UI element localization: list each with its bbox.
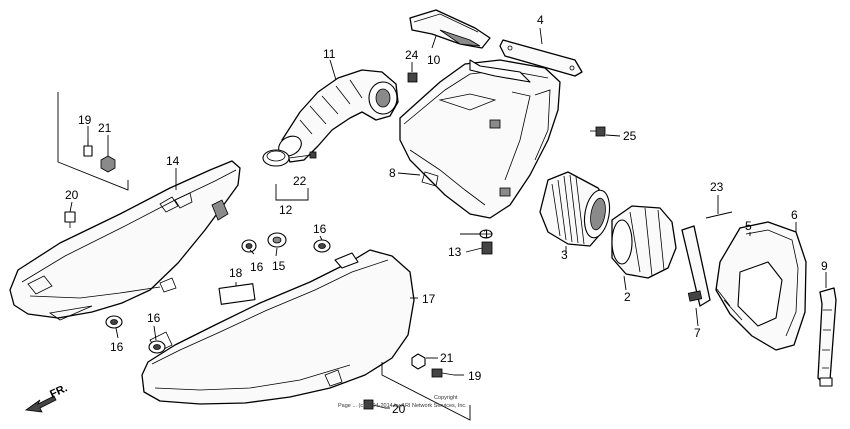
part-label-17: 17 — [422, 292, 436, 306]
copyright-line-2: Page ... (c) 2004-2014 by ARI Network Se… — [338, 403, 467, 409]
grommet[interactable] — [313, 239, 331, 253]
caution-label[interactable] — [218, 283, 256, 305]
part-label-16c: 16 — [110, 340, 124, 354]
bolt[interactable] — [590, 126, 606, 137]
part-label-4: 4 — [537, 13, 544, 27]
drain-plug[interactable] — [479, 229, 493, 239]
part-label-19b: 19 — [468, 369, 482, 383]
grommet[interactable] — [267, 232, 287, 248]
part-label-24: 24 — [405, 48, 419, 62]
air-cleaner-housing[interactable] — [399, 59, 561, 219]
part-label-19a: 19 — [78, 113, 92, 127]
part-label-23: 23 — [710, 180, 724, 194]
clip-wire[interactable] — [705, 211, 733, 219]
grommet[interactable] — [241, 239, 257, 253]
part-label-14: 14 — [166, 154, 180, 168]
bolt[interactable] — [431, 368, 455, 378]
part-label-21a: 21 — [98, 121, 112, 135]
element-band[interactable] — [681, 225, 711, 307]
right-side-cover[interactable] — [141, 249, 415, 405]
part-label-21b: 21 — [440, 351, 454, 365]
part-label-10: 10 — [427, 53, 441, 67]
part-label-22: 22 — [293, 174, 307, 188]
part-label-16b: 16 — [313, 222, 327, 236]
front-direction-arrow: FR. — [24, 382, 69, 413]
front-direction-label: FR. — [48, 382, 69, 400]
part-label-18: 18 — [229, 266, 243, 280]
drain-tube[interactable] — [481, 241, 493, 255]
part-label-7: 7 — [694, 326, 701, 340]
part-label-16d: 16 — [147, 311, 161, 325]
part-label-1: 1 — [483, 227, 490, 241]
part-label-15: 15 — [272, 259, 286, 273]
intake-duct[interactable] — [275, 69, 399, 163]
grommet[interactable] — [148, 340, 166, 354]
bolt[interactable] — [407, 72, 418, 83]
bolt[interactable] — [64, 211, 76, 228]
hose-clamp[interactable] — [262, 149, 317, 167]
copyright-line-1: Copyright — [434, 395, 458, 401]
part-label-12: 12 — [279, 203, 293, 217]
part-label-6: 6 — [791, 208, 798, 222]
part-label-11: 11 — [323, 47, 336, 61]
part-label-8: 8 — [389, 166, 396, 180]
nut[interactable] — [100, 155, 116, 173]
left-side-cover[interactable] — [9, 160, 241, 321]
leader-lines — [57, 27, 827, 421]
part-label-3: 3 — [561, 248, 568, 262]
nut[interactable] — [411, 353, 426, 370]
part-label-20a: 20 — [65, 188, 79, 202]
part-label-16a: 16 — [250, 260, 264, 274]
housing-cover-rail[interactable] — [499, 39, 583, 77]
bolt[interactable] — [363, 399, 386, 410]
air-filter-element[interactable] — [539, 171, 613, 247]
part-label-13: 13 — [448, 245, 462, 259]
part-label-5: 5 — [745, 219, 752, 233]
part-label-2: 2 — [624, 290, 631, 304]
part-labels: 1 2 3 4 5 6 7 8 9 10 11 12 13 14 15 16 1… — [65, 13, 828, 416]
case-strap[interactable] — [817, 287, 837, 387]
foam-filter[interactable] — [611, 205, 677, 279]
air-cleaner-case[interactable] — [715, 221, 807, 351]
part-label-9: 9 — [821, 259, 828, 273]
part-label-20b: 20 — [392, 402, 406, 416]
grommet[interactable] — [105, 315, 123, 329]
part-label-25: 25 — [623, 129, 637, 143]
intake-snorkel[interactable] — [409, 9, 491, 49]
